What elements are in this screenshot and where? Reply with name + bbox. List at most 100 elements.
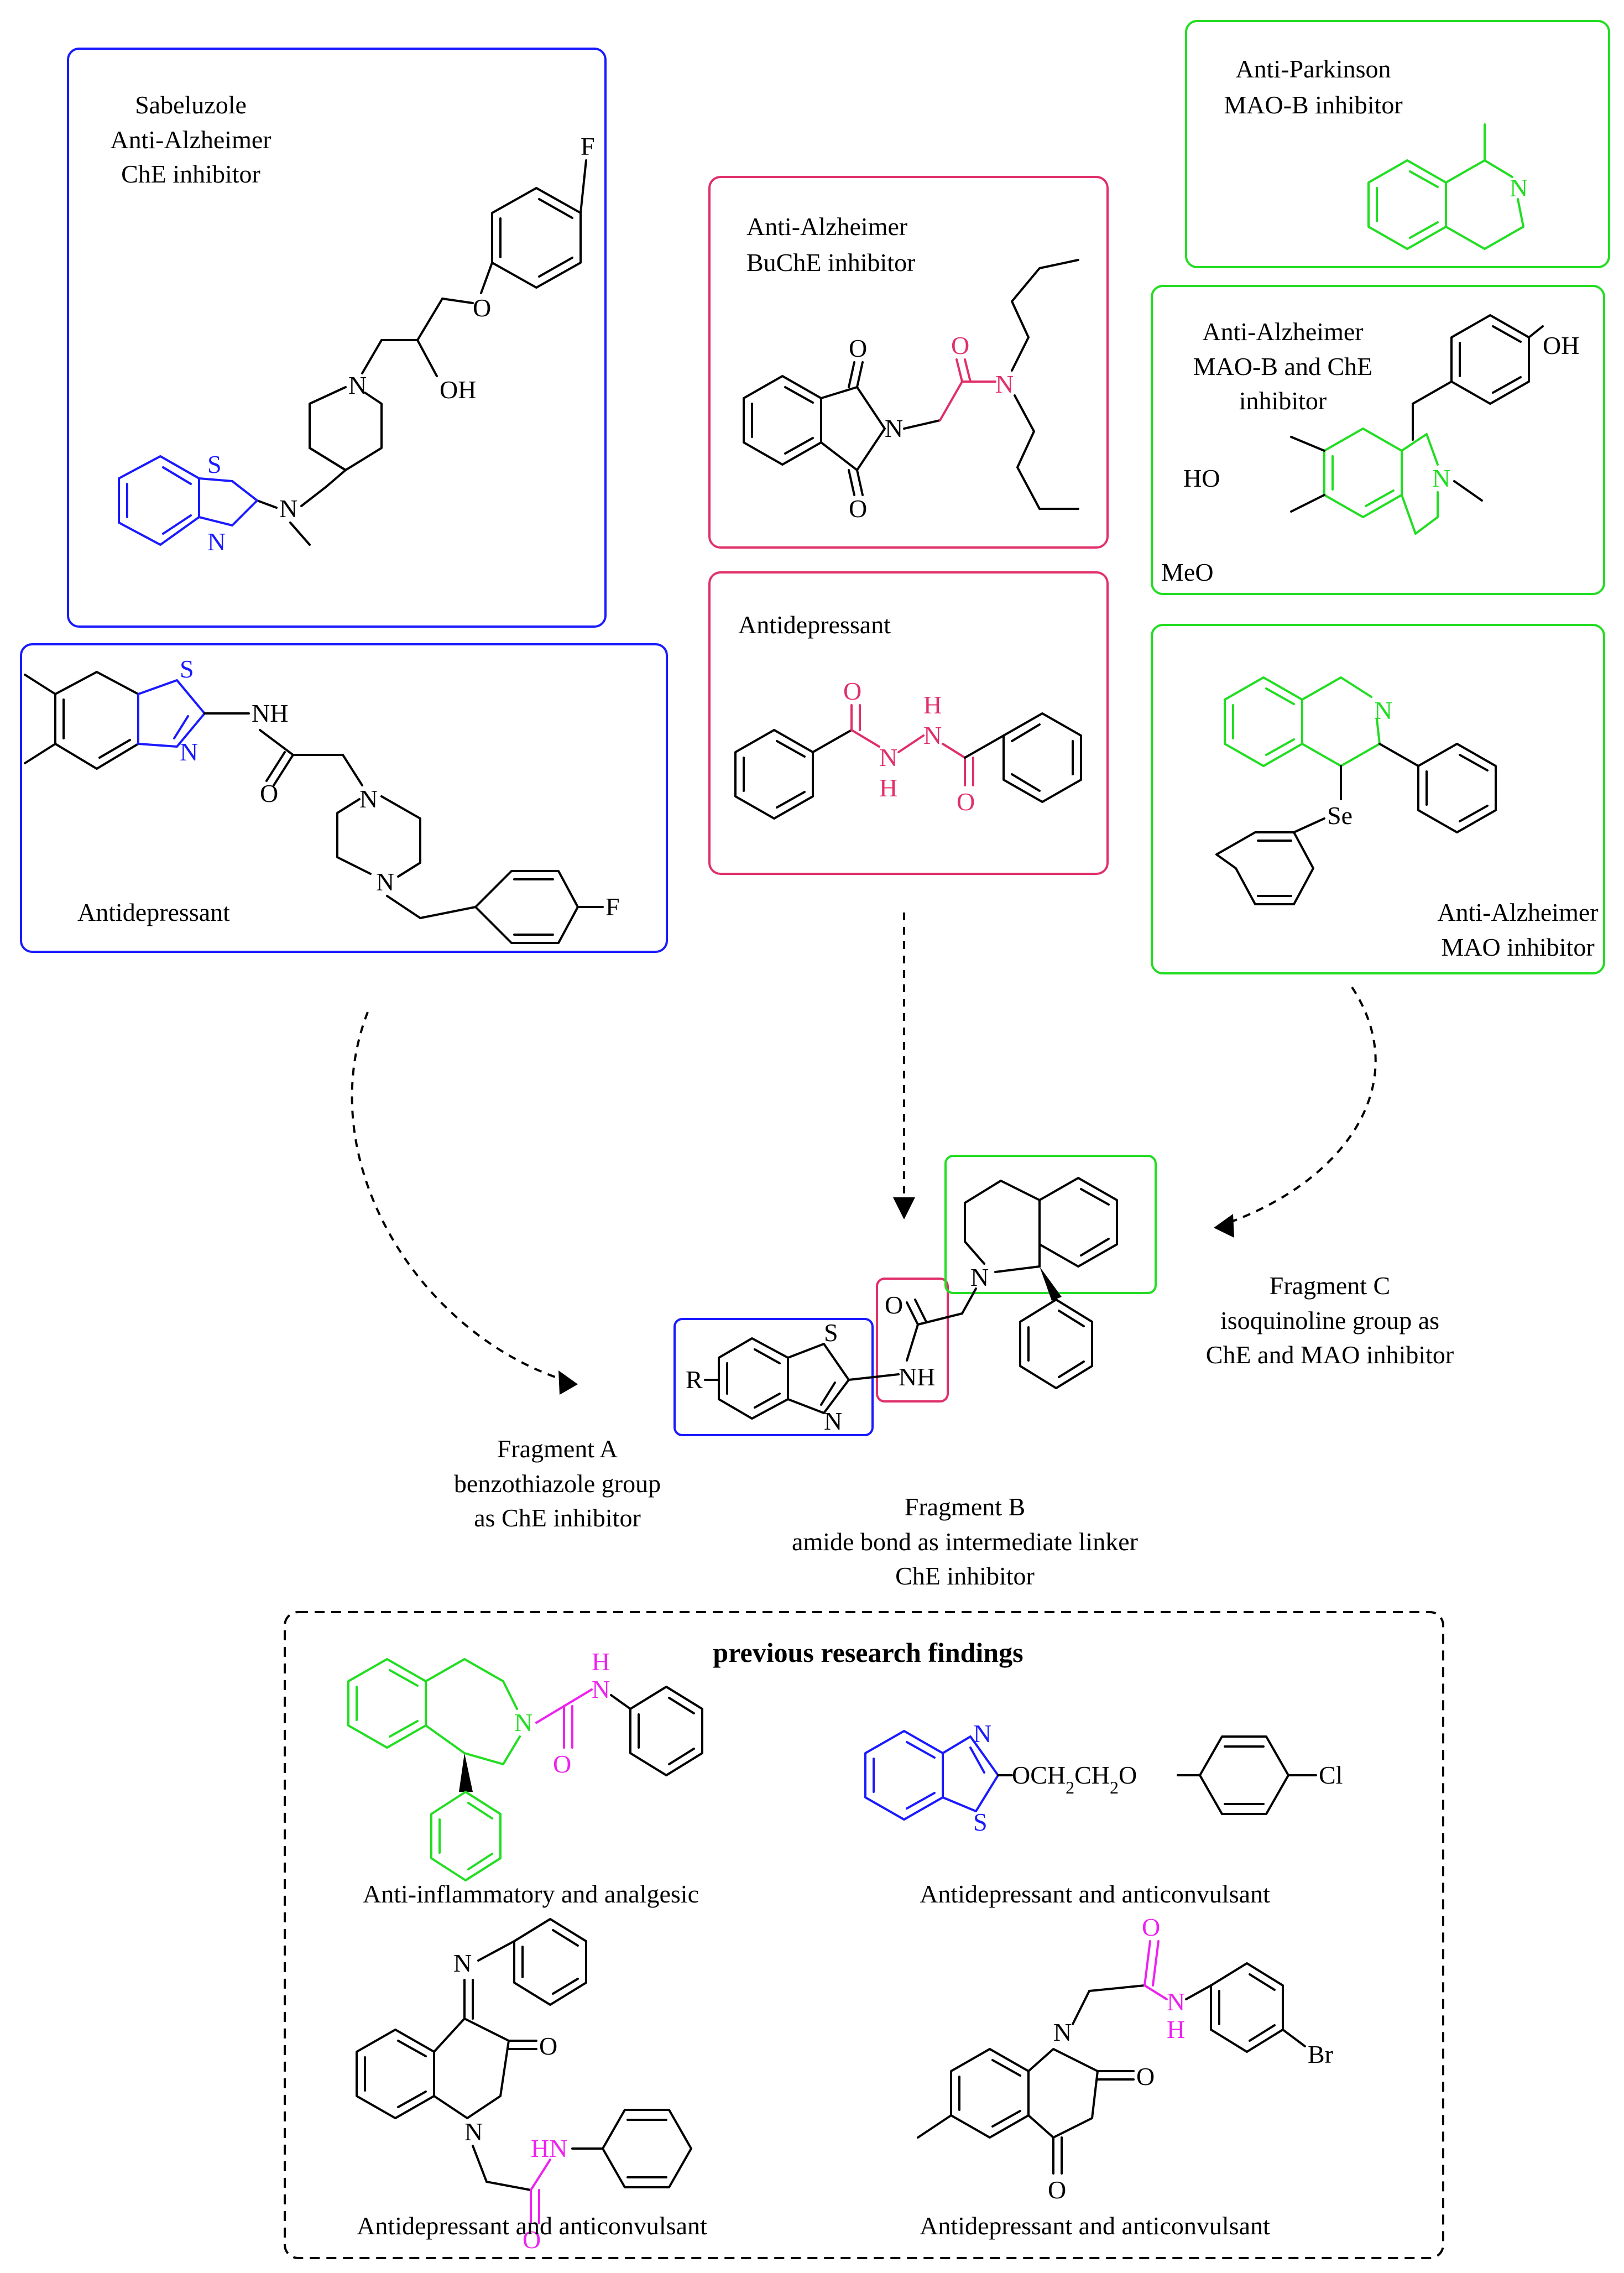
prev4-atom-N: N bbox=[1053, 2018, 1072, 2046]
fragment-b-label-2: amide bond as intermediate linker bbox=[792, 1528, 1138, 1556]
prev3-caption: Antidepressant and anticonvulsant bbox=[357, 2212, 707, 2240]
fragment-b-box bbox=[876, 1278, 949, 1403]
antidep-hydrazide-structure: O N H N H O bbox=[734, 677, 1082, 820]
maob-atom-MeO: MeO bbox=[1161, 558, 1214, 586]
prev4-atom-N-amide: N bbox=[1167, 1988, 1185, 2016]
mao-atom-N: N bbox=[1374, 696, 1392, 724]
hydrazide-atom-H1: H bbox=[879, 774, 897, 802]
prev2-atom-N: N bbox=[973, 1719, 991, 1748]
sabeluzole-atom-N-thz: N bbox=[207, 528, 226, 556]
prev-compound-1: N O N H Anti-inflammatory and analgesic bbox=[347, 1648, 703, 1908]
prev-compound-4: N O O O N H Br Antidepressant and antico… bbox=[917, 1913, 1333, 2240]
sabeluzole-atom-O: O bbox=[473, 294, 491, 322]
maob-structure: OH N HO MeO bbox=[1161, 314, 1579, 586]
box-parkinson: Anti-Parkinson MAO-B inhibitor N bbox=[1185, 20, 1610, 268]
box-maob-che-frame bbox=[1151, 285, 1605, 595]
fragment-b-label-1: Fragment B bbox=[905, 1493, 1025, 1521]
central-atom-N-thz: N bbox=[824, 1407, 842, 1435]
antidep1-atom-F: F bbox=[605, 893, 620, 921]
hydrazide-atom-O1: O bbox=[843, 677, 861, 705]
parkinson-atom-N: N bbox=[1510, 174, 1528, 202]
prev2-atom-linker: OCH2CH2O bbox=[1012, 1761, 1137, 1797]
box-antidep-benzothiazole-frame bbox=[20, 643, 668, 953]
central-atom-S: S bbox=[824, 1318, 838, 1347]
box-antidep-hydrazide-frame bbox=[708, 571, 1109, 875]
fragment-a-box bbox=[673, 1318, 874, 1436]
prev-compound-3: N O N HN O Antidepressant and anticonvul… bbox=[356, 1918, 707, 2254]
prev1-atom-N-amide: N bbox=[592, 1675, 610, 1703]
box-sabeluzole: Sabeluzole Anti-Alzheimer ChE inhibitor … bbox=[67, 48, 607, 628]
box-parkinson-frame bbox=[1185, 20, 1610, 268]
arrow-head-c bbox=[1214, 1214, 1234, 1238]
prev2-atom-S: S bbox=[973, 1808, 988, 1836]
central-atom-O: O bbox=[885, 1291, 903, 1319]
buche-structure: O O N O N bbox=[743, 259, 1079, 523]
prev3-atom-N-indole: N bbox=[464, 2118, 483, 2146]
fragment-c-label-1: Fragment C bbox=[1270, 1271, 1390, 1300]
sabeluzole-label-1: Sabeluzole bbox=[135, 91, 247, 119]
prev1-atom-N: N bbox=[514, 1708, 532, 1737]
box-mao-frame bbox=[1151, 624, 1605, 974]
box-antidep-benzothiazole: S N NH O N N F Antidepressant bbox=[20, 643, 668, 953]
previous-research-title: previous research findings bbox=[713, 1637, 1023, 1668]
antidep1-atom-N: N bbox=[180, 738, 198, 766]
prev3-atom-O2: O bbox=[523, 2225, 541, 2254]
previous-research-frame bbox=[284, 1611, 1444, 2259]
sabeluzole-structure: F O OH N N S N bbox=[118, 132, 595, 556]
central-molecule: R S N NH O N bbox=[673, 1155, 1157, 1436]
prev4-atom-O2: O bbox=[1048, 2176, 1066, 2204]
antidep1-atom-N-pz1: N bbox=[359, 785, 378, 813]
box-mao: N Se Anti-Alzheimer MAO inhibitor bbox=[1151, 624, 1605, 974]
buche-label-2: BuChE inhibitor bbox=[746, 248, 915, 277]
buche-atom-N-amide: N bbox=[995, 370, 1014, 398]
buche-atom-N-imide: N bbox=[885, 414, 903, 442]
maob-atom-OH: OH bbox=[1543, 331, 1579, 359]
hydrazide-atom-H2: H bbox=[923, 691, 942, 719]
buche-atom-O3: O bbox=[951, 331, 969, 359]
hydrazide-atom-N1: N bbox=[879, 743, 897, 771]
prev2-atom-Cl: Cl bbox=[1319, 1761, 1343, 1789]
antidep1-atom-NH: NH bbox=[252, 699, 288, 727]
sabeluzole-atom-N-amine: N bbox=[279, 494, 297, 523]
mao-structure: N Se bbox=[1215, 676, 1497, 905]
central-atom-R: R bbox=[686, 1365, 703, 1394]
fragment-b-label-3: ChE inhibitor bbox=[895, 1562, 1035, 1590]
prev4-atom-O3: O bbox=[1142, 1913, 1160, 1941]
prev4-atom-O1: O bbox=[1136, 2062, 1155, 2090]
buche-label-1: Anti-Alzheimer bbox=[746, 212, 907, 241]
prev4-atom-Br: Br bbox=[1308, 2040, 1333, 2068]
prev3-atom-O1: O bbox=[539, 2032, 557, 2060]
sabeluzole-label-2: Anti-Alzheimer bbox=[110, 126, 271, 154]
sabeluzole-atom-S: S bbox=[207, 450, 222, 478]
arrows bbox=[351, 913, 1377, 1395]
hydrazide-atom-O2: O bbox=[957, 788, 975, 816]
antidep-benzothiazole-structure: S N NH O N N F bbox=[24, 655, 620, 944]
maob-atom-HO: HO bbox=[1183, 464, 1220, 492]
parkinson-label-1: Anti-Parkinson bbox=[1235, 55, 1391, 83]
maob-atom-N: N bbox=[1432, 464, 1450, 492]
fragment-c-label-3: ChE and MAO inhibitor bbox=[1206, 1341, 1454, 1369]
central-atom-NH: NH bbox=[899, 1363, 935, 1391]
fragment-a-label-2: benzothiazole group bbox=[454, 1469, 661, 1498]
arrow-fragment-a bbox=[351, 1012, 573, 1384]
prev3-atom-N-imine: N bbox=[453, 1949, 472, 1977]
prev2-caption: Antidepressant and anticonvulsant bbox=[920, 1880, 1270, 1908]
sabeluzole-atom-OH: OH bbox=[440, 376, 476, 404]
antidep1-atom-N-pz2: N bbox=[376, 868, 394, 896]
central-atom-N-isoq: N bbox=[970, 1263, 989, 1291]
arrow-head-a bbox=[558, 1370, 578, 1395]
buche-atom-O1: O bbox=[849, 334, 867, 362]
parkinson-structure: N bbox=[1367, 123, 1528, 250]
previous-research: previous research findings N O N H bbox=[284, 1611, 1444, 2259]
mao-label-1: Anti-Alzheimer bbox=[1437, 898, 1598, 926]
maob-label-2: MAO-B and ChE bbox=[1193, 352, 1373, 380]
maob-label-3: inhibitor bbox=[1239, 387, 1327, 415]
mao-atom-Se: Se bbox=[1327, 801, 1353, 830]
box-antidep-hydrazide: Antidepressant O N H N H O bbox=[708, 571, 1109, 875]
maob-label-1: Anti-Alzheimer bbox=[1202, 317, 1363, 346]
hydrazide-atom-N2: N bbox=[923, 721, 942, 749]
antidep-benzothiazole-caption: Antidepressant bbox=[77, 898, 230, 926]
mao-label-2: MAO inhibitor bbox=[1441, 933, 1594, 961]
box-sabeluzole-frame bbox=[67, 48, 607, 628]
box-maob-che: Anti-Alzheimer MAO-B and ChE inhibitor O… bbox=[1151, 285, 1605, 595]
